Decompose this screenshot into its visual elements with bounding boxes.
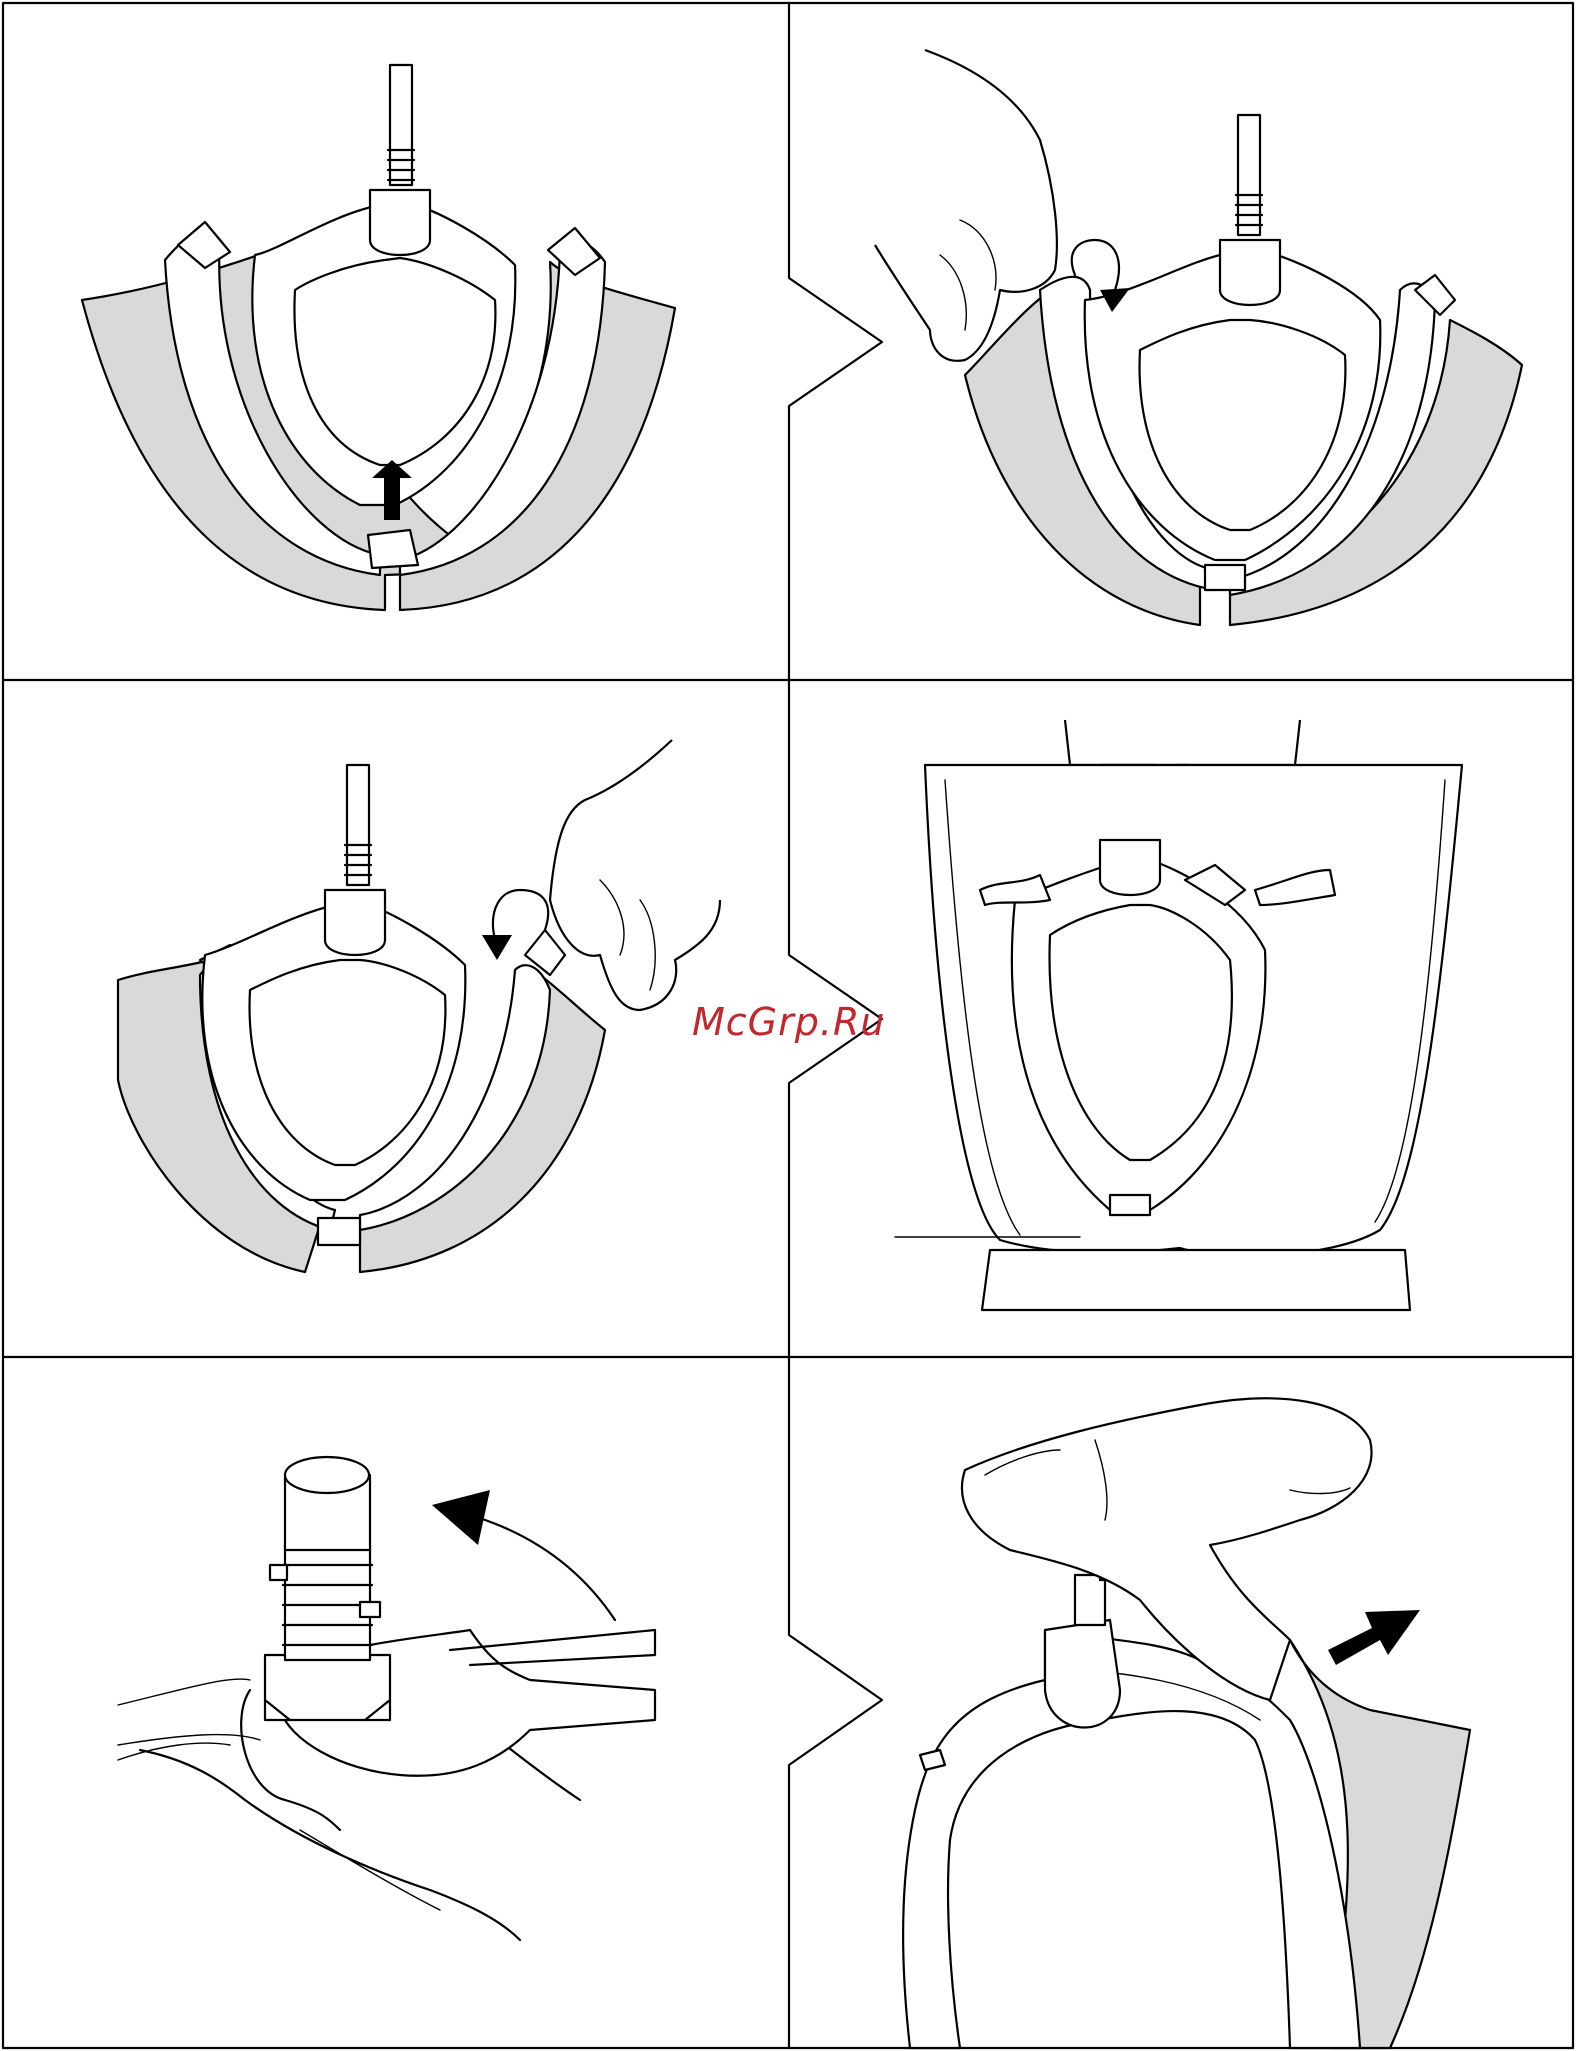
curved-arrow-icon: [432, 1490, 615, 1620]
arrow-right-icon: [1328, 1610, 1420, 1665]
panel-step-2: [875, 50, 1522, 625]
hand: [550, 740, 720, 1010]
panel-step-3: [118, 740, 720, 1272]
panel-step-5: [118, 1457, 655, 1940]
panel-step-1: [82, 65, 675, 610]
panel-step-6: [903, 1398, 1470, 2048]
beater: [903, 1630, 1360, 2048]
watermark-text: McGrp.Ru: [692, 1000, 885, 1044]
panel-step-4: [895, 720, 1462, 1310]
